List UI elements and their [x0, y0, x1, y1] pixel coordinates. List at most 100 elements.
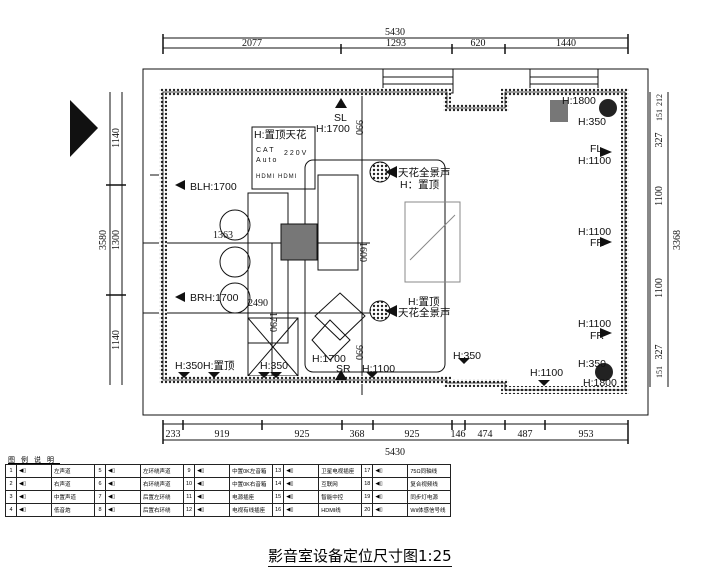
- dim-left-total: 3580: [98, 230, 109, 250]
- legend-label: 电源插座: [229, 490, 274, 504]
- legend-label: 复合视频线: [407, 477, 452, 491]
- speaker-icon: [599, 99, 617, 117]
- dim: 151: [655, 366, 664, 378]
- dim: 925: [295, 429, 310, 440]
- legend-number: 6: [94, 477, 106, 491]
- speaker-markers: [175, 98, 612, 386]
- legend-number: 7: [94, 490, 106, 504]
- legend-label: 中置声道: [51, 490, 95, 504]
- dim: 233: [166, 429, 181, 440]
- speaker-icon: [595, 363, 613, 381]
- legend-label: 右环绕声道: [140, 477, 184, 491]
- legend-symbol-icon: ◀▯: [283, 503, 320, 517]
- dim: 1100: [654, 186, 665, 206]
- dim: 487: [518, 429, 533, 440]
- legend-symbol-icon: ◀▯: [16, 503, 52, 517]
- legend-number: 12: [182, 503, 196, 517]
- label: H:1100: [362, 363, 395, 375]
- label: H:1700: [312, 353, 346, 365]
- legend-number: 13: [272, 464, 285, 478]
- legend-symbol-icon: ◀▯: [372, 464, 409, 478]
- legend-label: 电视有线插座: [229, 503, 274, 517]
- legend-number: 3: [5, 490, 17, 504]
- legend-label: 中置0K左音箱: [229, 464, 274, 478]
- label: H:350: [578, 358, 606, 370]
- label: H:350: [175, 360, 203, 372]
- legend-number: 1: [5, 464, 17, 478]
- legend-symbol-icon: ◀▯: [16, 490, 52, 504]
- legend-label: 智能中控: [318, 490, 363, 504]
- legend-number: 20: [361, 503, 374, 517]
- label: H:1100: [578, 318, 611, 330]
- label: H:350: [453, 350, 481, 362]
- label-br: BRH:1700: [190, 292, 239, 304]
- dim: 151: [655, 109, 664, 121]
- label-bl: BLH:1700: [190, 181, 237, 193]
- legend-symbol-icon: ◀▯: [105, 490, 141, 504]
- label: Auto: [256, 157, 278, 164]
- label: H:1800: [562, 95, 596, 107]
- legend-number: 11: [182, 490, 196, 504]
- label: H:1100: [530, 367, 563, 379]
- wall: [159, 88, 629, 394]
- legend-symbol-icon: ◀▯: [16, 477, 52, 491]
- label-sr: SR: [336, 363, 351, 375]
- label: H:350: [260, 360, 288, 372]
- legend-number: 15: [272, 490, 285, 504]
- dim-top-total: 5430: [385, 27, 405, 38]
- legend-label: HDMI线: [318, 503, 363, 517]
- legend-number: 10: [182, 477, 196, 491]
- legend-number: 18: [361, 477, 374, 491]
- dimensions: 5430 2077 1293 620 1440 233 919 925 368 …: [98, 27, 683, 458]
- legend-label: 同步灯电源: [407, 490, 452, 504]
- dim: 925: [405, 429, 420, 440]
- dim: 1140: [111, 330, 122, 350]
- legend-symbol-icon: ◀▯: [105, 464, 141, 478]
- legend-symbol-icon: ◀▯: [16, 464, 52, 478]
- legend-label: 后置右环绕: [140, 503, 184, 517]
- drawing-title: 影音室设备定位尺寸图1:25: [268, 547, 452, 567]
- dim: 368: [350, 429, 365, 440]
- dim: 620: [471, 38, 486, 49]
- label: 天花全景声: [398, 166, 451, 179]
- legend-label: Wii体感信号线: [407, 503, 452, 517]
- dim: 146: [451, 429, 466, 440]
- subwoofer-icon: [550, 100, 568, 122]
- legend-label: 中置0K右音箱: [229, 477, 274, 491]
- legend-label: 后置左环绕: [140, 490, 184, 504]
- legend-number: 9: [182, 464, 196, 478]
- label: H:置顶: [203, 360, 235, 372]
- dim: 990: [353, 345, 364, 360]
- north-arrow-icon: [70, 100, 98, 157]
- dim: 1140: [111, 128, 122, 148]
- dim: 1100: [654, 278, 665, 298]
- legend-label: 低音炮: [51, 503, 95, 517]
- legend-symbol-icon: ◀▯: [194, 503, 231, 517]
- label-fr: FR: [590, 237, 604, 249]
- dim-bottom-total: 5430: [385, 447, 405, 458]
- label-sl: SL: [334, 112, 347, 124]
- legend-number: 5: [94, 464, 106, 478]
- legend-number: 14: [272, 477, 285, 491]
- dim: 212: [655, 94, 664, 106]
- dim: 474: [478, 429, 493, 440]
- legend-symbol-icon: ◀▯: [372, 490, 409, 504]
- label: H:350: [578, 116, 606, 128]
- legend-label: 75Ω同轴线: [407, 464, 452, 478]
- label: H：置顶: [400, 179, 440, 191]
- dim: 1293: [386, 38, 406, 49]
- device-labels: SL H:1700 BLH:1700 BRH:1700 FL H:1100 H:…: [175, 95, 617, 389]
- label: HDMI HDMI: [256, 174, 297, 180]
- legend-label: 左声道: [51, 464, 95, 478]
- dim: 990: [353, 120, 364, 135]
- label: H:1700: [316, 123, 350, 135]
- legend-symbol-icon: ◀▯: [283, 477, 320, 491]
- label-fr: FR: [590, 330, 604, 342]
- legend-label: 互联网: [318, 477, 363, 491]
